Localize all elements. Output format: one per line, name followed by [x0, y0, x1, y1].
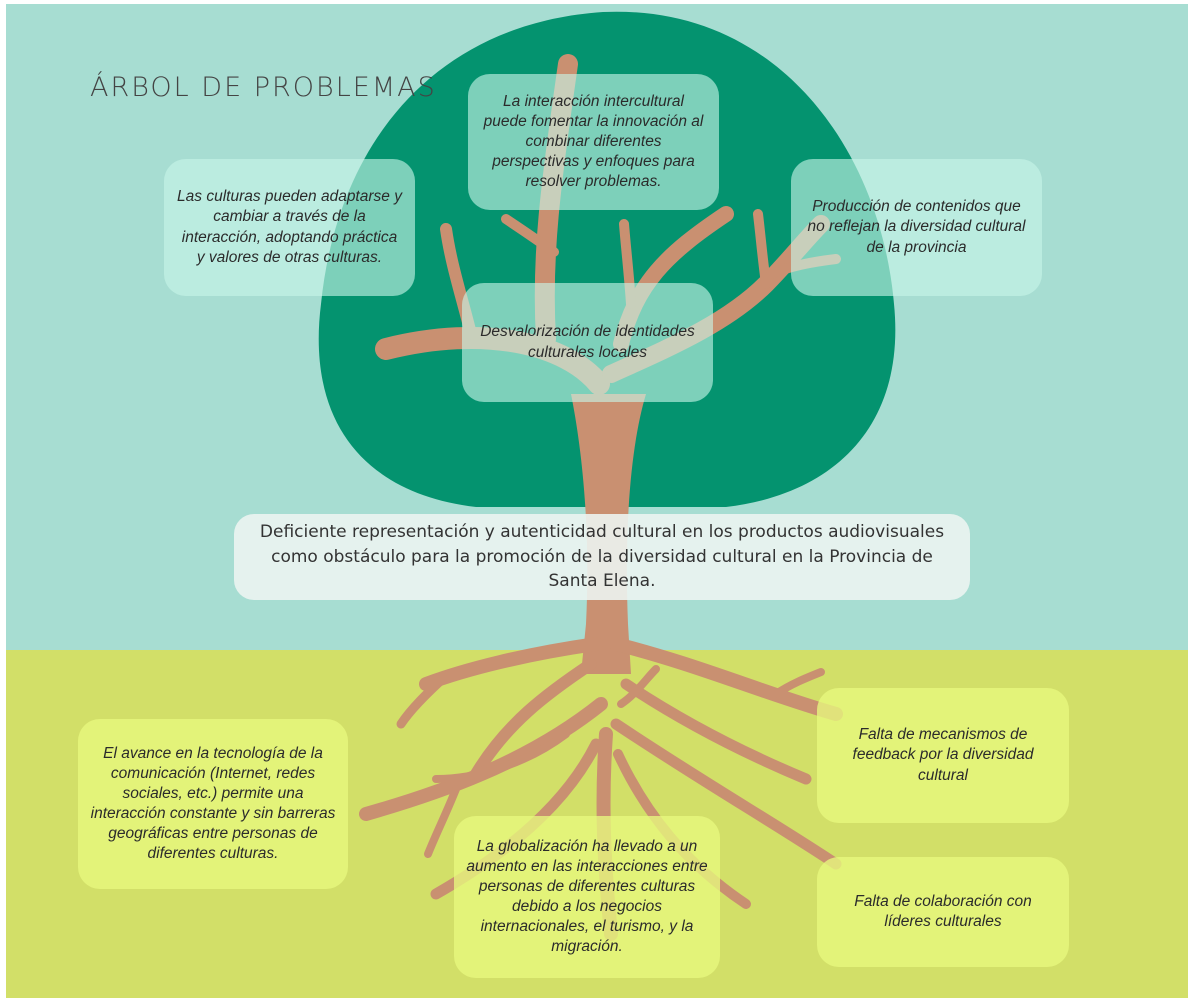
- cause-text-center: La globalización ha llevado a un aumento…: [466, 837, 708, 956]
- effect-text-center: Desvalorización de identidades culturale…: [480, 323, 695, 361]
- cause-text-right-top: Falta de mecanismos de feedback por la d…: [852, 726, 1034, 784]
- effect-box-left: Las culturas pueden adaptarse y cambiar …: [164, 159, 415, 296]
- central-problem-box: Deficiente representación y autenticidad…: [234, 514, 970, 600]
- effect-box-top: La interacción intercultural puede fomen…: [468, 74, 719, 210]
- cause-box-right-bottom: Falta de colaboración con líderes cultur…: [817, 857, 1069, 967]
- effect-text-right: Producción de contenidos que no reflejan…: [807, 198, 1026, 256]
- effect-text-top: La interacción intercultural puede fomen…: [483, 92, 704, 191]
- cause-box-right-top: Falta de mecanismos de feedback por la d…: [817, 688, 1069, 823]
- cause-text-left: El avance en la tecnología de la comunic…: [90, 744, 336, 863]
- diagram-canvas: ÁRBOL DE PROBLEMAS La interacción interc…: [6, 4, 1188, 998]
- central-problem-text: Deficiente representación y autenticidad…: [259, 522, 945, 592]
- effect-box-center: Desvalorización de identidades culturale…: [462, 283, 713, 402]
- effect-box-right: Producción de contenidos que no reflejan…: [791, 159, 1042, 296]
- effect-text-left: Las culturas pueden adaptarse y cambiar …: [177, 188, 402, 266]
- cause-box-left: El avance en la tecnología de la comunic…: [78, 719, 348, 889]
- cause-text-right-bottom: Falta de colaboración con líderes cultur…: [854, 892, 1032, 930]
- diagram-title: ÁRBOL DE PROBLEMAS: [90, 72, 437, 103]
- cause-box-center: La globalización ha llevado a un aumento…: [454, 816, 720, 978]
